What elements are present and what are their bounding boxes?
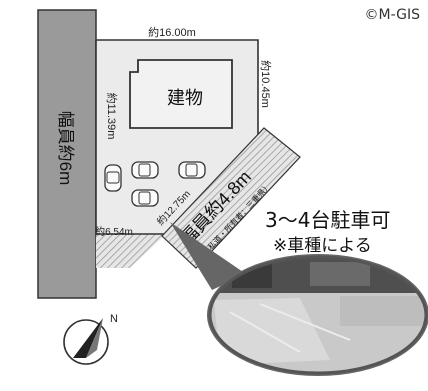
west-road	[37, 9, 97, 299]
west-road-label: 幅員約6m	[56, 111, 75, 186]
hatched-strip	[96, 234, 166, 268]
copyright-label: ©M-GIS	[364, 7, 420, 23]
car-icon	[178, 161, 206, 179]
parking-capacity-title: 3〜4台駐車可	[265, 208, 391, 232]
dimension-bottom: 約6.54m	[95, 225, 133, 238]
car-icon	[104, 164, 122, 192]
building	[129, 59, 233, 129]
svg-text:N: N	[110, 313, 118, 325]
callout-pointer	[170, 222, 246, 290]
southeast-road	[161, 127, 301, 269]
dimension-left: 約11.39m	[105, 93, 119, 140]
parking-photo	[207, 254, 428, 376]
dimension-right: 約10.45m	[259, 60, 273, 108]
dimension-top: 約16.00m	[148, 25, 196, 39]
building-label: 建物	[167, 88, 203, 108]
parking-capacity-note: ※車種による	[273, 236, 372, 256]
car-icon	[131, 161, 159, 179]
car-icon	[131, 189, 159, 207]
north-arrow-icon: N	[63, 313, 118, 365]
